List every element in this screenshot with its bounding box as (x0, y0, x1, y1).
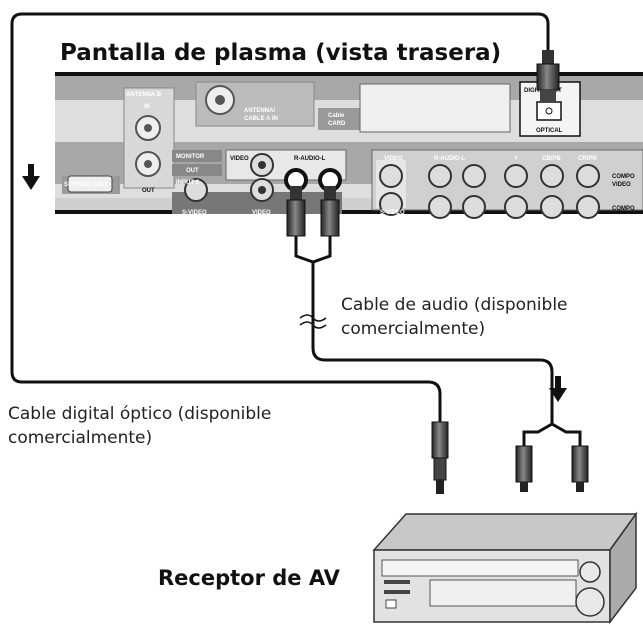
input-cr-jack[interactable] (576, 164, 600, 188)
input-svideo-jack[interactable] (379, 192, 403, 216)
input-video-jack[interactable] (379, 164, 403, 188)
label-cable: Cable (328, 113, 345, 119)
audio-cable-caption: Cable de audio (disponible comercialment… (341, 295, 568, 339)
label-card: CARD (328, 121, 346, 127)
audio-plugs-tv (284, 168, 342, 237)
label-compo-2: COMPO (612, 206, 635, 212)
label-in: IN (144, 104, 150, 110)
input-audio-r-jack[interactable] (428, 164, 452, 188)
audio-cable (294, 236, 554, 424)
receiver-label: Receptor de AV (158, 566, 340, 590)
optical-cable (10, 12, 550, 422)
input-cb-jack[interactable] (540, 164, 564, 188)
label-cr-pr: CR/PR (578, 156, 597, 162)
label-input-2: INPUT 2 (176, 180, 200, 186)
av-receiver-illustration (372, 511, 638, 625)
label-cb-pb: CB/PB (542, 156, 561, 162)
label-antenna-cable-2: CABLE A IN (244, 116, 278, 122)
audio-plugs-receiver (515, 445, 589, 492)
input-y-jack[interactable] (504, 164, 528, 188)
label-s-video-2: S-VIDEO (380, 210, 405, 216)
optical-plug-tv (536, 50, 560, 102)
diagram-title: Pantalla de plasma (vista trasera) (60, 40, 502, 66)
label-optical: OPTICAL (536, 128, 563, 134)
input2-svideo-jack[interactable] (184, 178, 208, 202)
label-compo-video-1: VIDEO (612, 182, 631, 188)
label-compo-1: COMPO (612, 174, 635, 180)
label-video-1: VIDEO (230, 156, 249, 162)
optical-plug-receiver (431, 421, 449, 494)
arrow-down-icon (22, 164, 40, 190)
arrow-down-icon-2 (549, 376, 567, 402)
label-s-video-1: S-VIDEO (182, 210, 207, 216)
label-r-audio-l-2: R-AUDIO-L (434, 156, 466, 162)
service-port[interactable] (67, 175, 113, 193)
label-monitor-out: OUT (186, 168, 199, 174)
input-audio-l-jack[interactable] (462, 164, 486, 188)
label-video-2: VIDEO (252, 210, 271, 216)
label-y: Y (514, 156, 518, 162)
optical-cable-caption: Cable digital óptico (disponible comerci… (8, 404, 272, 448)
label-antenna-cable-1: ANTENNA/ (244, 108, 275, 114)
label-antenna-b: ANTENNA B (126, 92, 162, 98)
label-out: OUT (142, 188, 155, 194)
label-r-audio-l-1: R-AUDIO-L (294, 156, 326, 162)
label-video-3: VIDEO (384, 156, 403, 162)
label-monitor: MONITOR (176, 154, 205, 160)
label-service-only: SERVICE ONLY (64, 182, 108, 188)
